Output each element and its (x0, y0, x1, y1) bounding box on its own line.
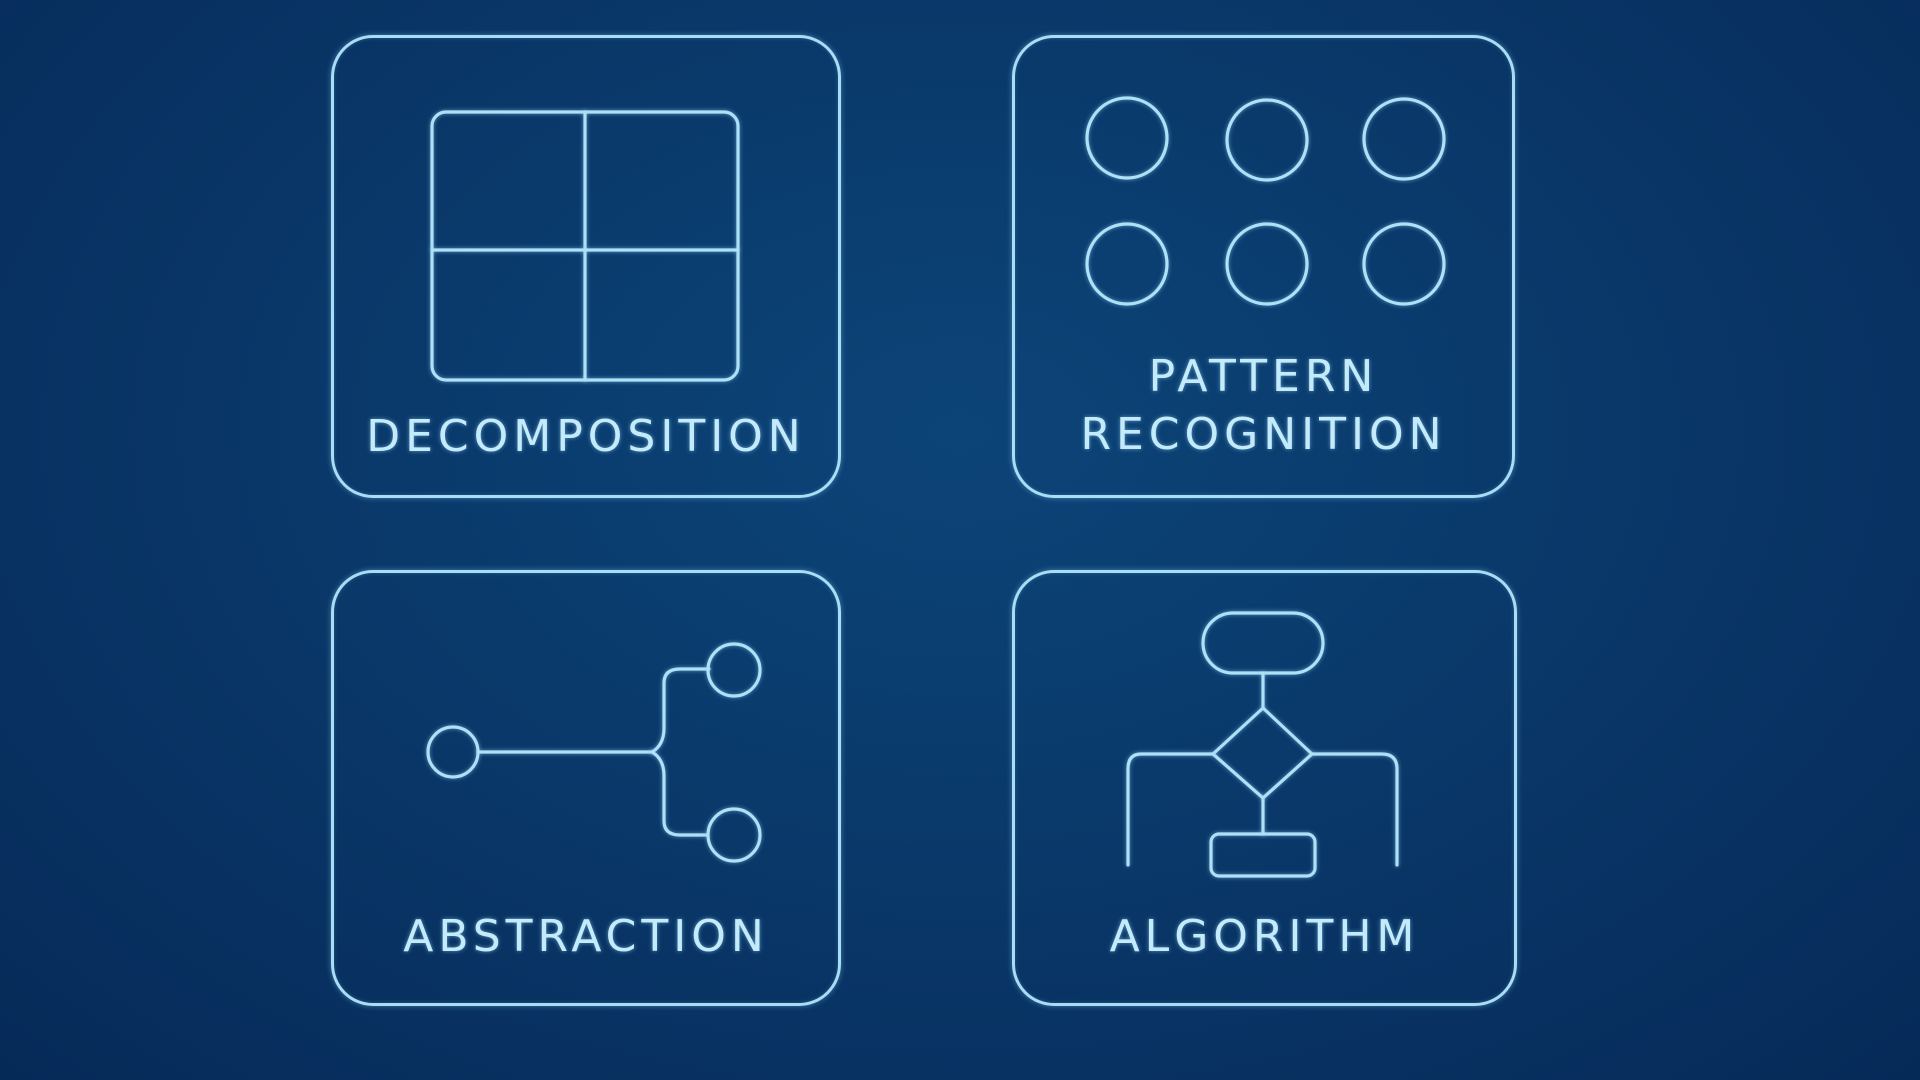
card-decomposition: DECOMPOSITION (331, 35, 841, 498)
card-label-line-1: PATTERN (1148, 351, 1379, 402)
card-label: ALGORITHM (1109, 911, 1420, 962)
branching-nodes-icon (426, 642, 762, 863)
card-label: ABSTRACTION (403, 911, 769, 962)
card-pattern-recognition: PATTERN RECOGNITION (1012, 35, 1515, 498)
card-abstraction: ABSTRACTION (331, 570, 841, 1006)
card-algorithm: ALGORITHM (1012, 570, 1517, 1006)
flowchart-icon (1126, 611, 1399, 878)
card-label: DECOMPOSITION (366, 411, 806, 462)
grid-quadrants-icon (430, 110, 740, 382)
card-label-line-2: RECOGNITION (1080, 409, 1447, 460)
circle-pattern-icon (1085, 96, 1446, 306)
